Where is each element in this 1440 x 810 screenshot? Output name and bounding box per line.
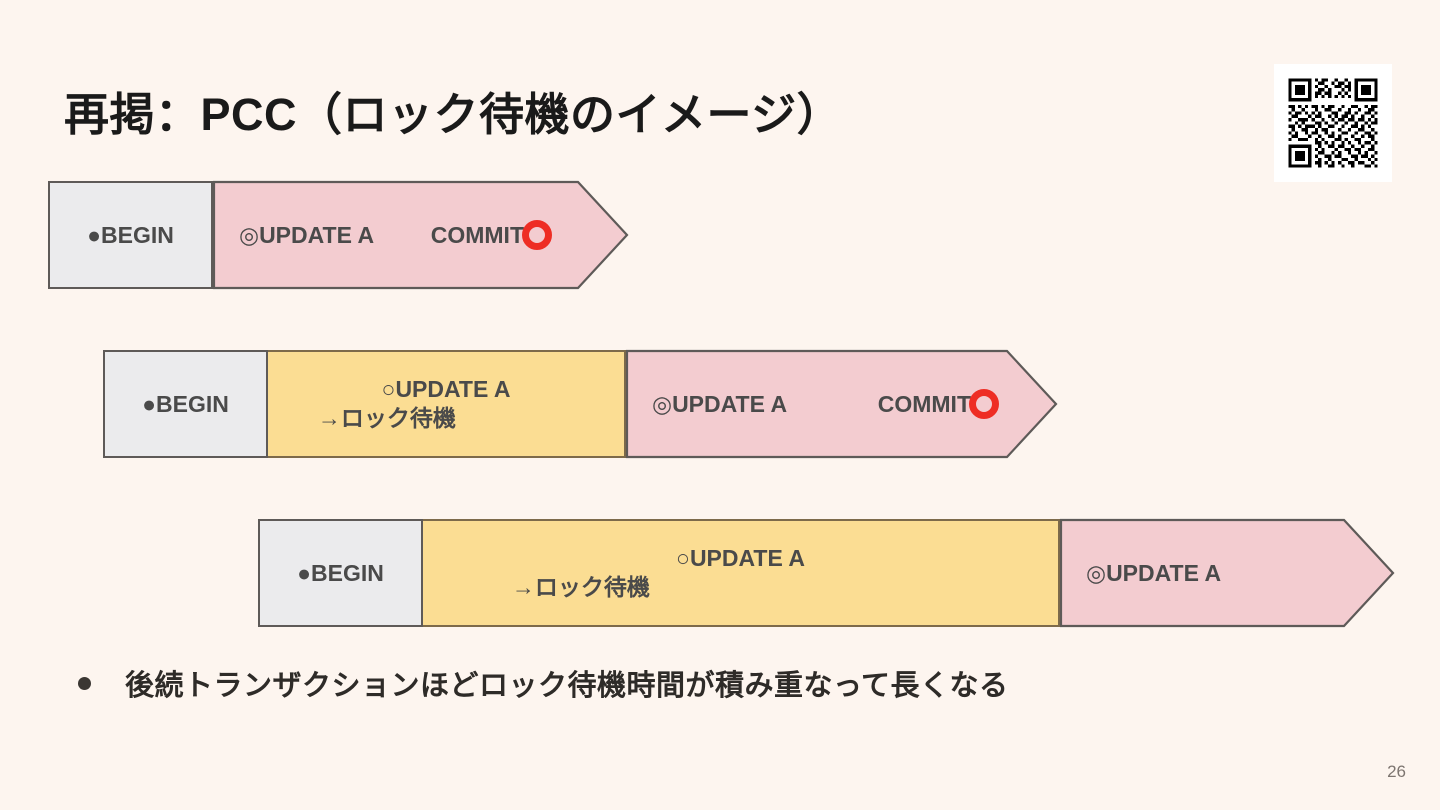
segment-lock-wait-line1: ○UPDATE A	[676, 545, 805, 572]
bullet-list-item: 後続トランザクションほどロック待機時間が積み重なって長くなる	[78, 662, 1009, 704]
chevron-shape	[213, 181, 628, 289]
segment-exec-label-right: COMMIT	[877, 390, 971, 417]
page-title: 再掲：PCC（ロック待機のイメージ）	[64, 89, 843, 140]
segment-begin-label: ●BEGIN	[297, 559, 384, 586]
timeline-bar-txn-2: ●BEGIN ○UPDATE A →ロック待機 ◎UPDATE A COMMIT	[103, 350, 1057, 458]
chevron-shape	[1060, 519, 1394, 627]
segment-lock-wait-line1: ○UPDATE A	[381, 376, 511, 403]
timeline-bar-txn-1: ●BEGIN ◎UPDATE A COMMIT	[48, 181, 628, 289]
timeline-bar-txn-3: ●BEGIN ○UPDATE A →ロック待機 ◎UPDATE A	[258, 519, 1394, 627]
commit-ring-icon	[522, 220, 552, 250]
segment-begin-label: ●BEGIN	[142, 390, 229, 417]
segment-exec-label-left: ◎UPDATE A	[1086, 559, 1222, 586]
qr-code-image	[1285, 75, 1381, 171]
segment-lock-wait: ○UPDATE A →ロック待機	[423, 519, 1060, 627]
commit-ring-icon	[969, 389, 999, 419]
bullet-text: 後続トランザクションほどロック待機時間が積み重なって長くなる	[125, 670, 1009, 702]
bullet-marker-icon	[78, 676, 91, 690]
page-number: 26	[1387, 762, 1406, 781]
segment-exec-label-left: ◎UPDATE A	[239, 221, 375, 248]
segment-exec-label-right: COMMIT	[430, 221, 524, 248]
segment-lock-wait: ○UPDATE A →ロック待機	[268, 350, 626, 458]
segment-lock-wait-line2: →ロック待機	[317, 405, 456, 431]
segment-exec-label-left: ◎UPDATE A	[652, 390, 788, 417]
segment-exec: ◎UPDATE A	[1060, 519, 1394, 627]
segment-begin: ●BEGIN	[103, 350, 268, 458]
segment-exec: ◎UPDATE A COMMIT	[626, 350, 1057, 458]
qr-code	[1274, 64, 1392, 182]
segment-exec: ◎UPDATE A COMMIT	[213, 181, 628, 289]
chevron-shape	[626, 350, 1057, 458]
segment-begin: ●BEGIN	[258, 519, 423, 627]
segment-lock-wait-line2: →ロック待機	[511, 574, 650, 600]
segment-begin: ●BEGIN	[48, 181, 213, 289]
segment-begin-label: ●BEGIN	[87, 221, 174, 248]
